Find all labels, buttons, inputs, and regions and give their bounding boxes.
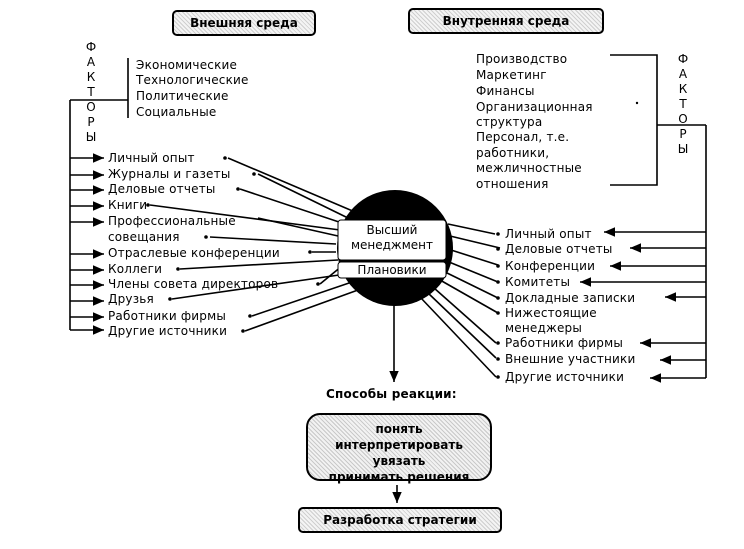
right-source-item: Конференции [505, 259, 596, 273]
external-factor-item: Социальные [136, 105, 217, 119]
left-source-item: Работники фирмы [108, 309, 227, 323]
right-source-item: Внешние участники [505, 352, 636, 366]
left-source-item: Отраслевые конференции [108, 246, 280, 260]
left-source-item: Коллеги [108, 262, 163, 276]
left-source-item: Профессиональные [108, 214, 236, 228]
left-source-item: Журналы и газеты [108, 167, 231, 181]
left-source-item: Книги [108, 198, 148, 212]
internal-factor-item: работники, [476, 146, 550, 160]
left-source-item: совещания [108, 230, 180, 244]
internal-factor-item: Финансы [476, 84, 535, 98]
reaction-methods-box: понять интерпретировать увязать принимат… [306, 413, 492, 484]
left-source-item: Члены совета директоров [108, 277, 279, 291]
left-source-item: Друзья [108, 292, 154, 306]
right-source-item: Работники фирмы [505, 336, 624, 350]
top-management-label: Высший менеджмент [350, 223, 434, 252]
reaction-title: Способы реакции: [326, 387, 457, 401]
planners-label: Плановики [357, 263, 427, 277]
left-source-item: Другие источники [108, 324, 228, 338]
external-factor-item: Экономические [136, 58, 238, 72]
right-source-item: Деловые отчеты [505, 242, 613, 256]
internal-factor-item: отношения [476, 177, 549, 191]
right-source-item: Докладные записки [505, 291, 636, 305]
right-source-item: Личный опыт [505, 227, 592, 241]
left-source-item: Личный опыт [108, 151, 195, 165]
external-environment-header: Внешняя среда [172, 10, 316, 36]
left-source-item: Деловые отчеты [108, 182, 216, 196]
right-source-item: менеджеры [505, 321, 583, 335]
internal-factor-item: Персонал, т.е. [476, 130, 570, 144]
external-factor-item: Политические [136, 89, 229, 103]
right-source-item: Нижестоящие [505, 306, 597, 320]
internal-factor-item: межличностные [476, 161, 582, 175]
internal-factor-item: структура [476, 115, 543, 129]
internal-factor-item: Производство [476, 52, 568, 66]
internal-factor-item: Организационная [476, 100, 593, 114]
right-source-item: Комитеты [505, 275, 571, 289]
right-source-item: Другие источники [505, 370, 625, 384]
internal-environment-header: Внутренняя среда [408, 8, 604, 34]
strategy-development-box: Разработка стратегии [298, 507, 502, 533]
internal-factor-item: Маркетинг [476, 68, 547, 82]
external-factor-item: Технологические [136, 73, 249, 87]
